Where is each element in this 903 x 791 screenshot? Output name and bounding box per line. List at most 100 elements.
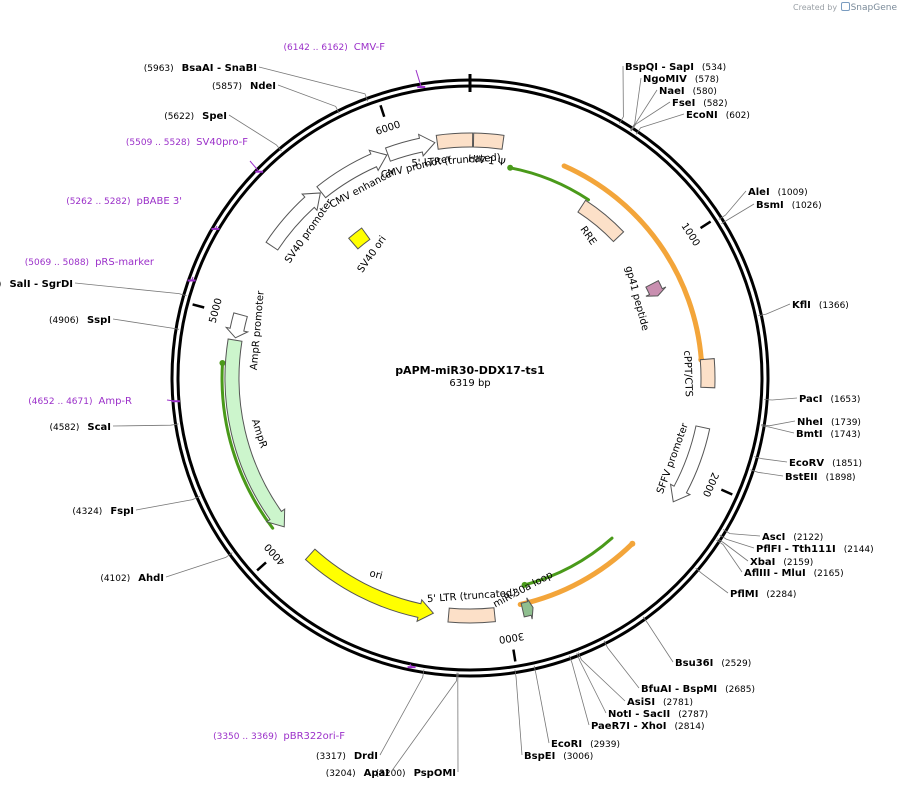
site-leader-line (514, 669, 523, 756)
site-label-noti[interactable]: NotI - SacII(2787) (608, 709, 708, 720)
primer-label-sv40pro-f[interactable]: (5509 .. 5528)SV40pro-F (126, 137, 248, 148)
site-label-ngomiv[interactable]: NgoMIV(578) (643, 74, 719, 85)
feature-sffv-promoter[interactable] (669, 425, 711, 503)
site-leader-line (135, 496, 200, 511)
site-leader-line (717, 538, 749, 562)
feature-sv40-promoter[interactable] (265, 192, 321, 251)
primer-label-pbr322ori-f[interactable]: (3350 .. 3369)pBR322ori-F (213, 731, 345, 742)
site-label-naei[interactable]: NaeI(580) (659, 86, 717, 97)
site-leader-line (721, 203, 755, 225)
site-label-bsteii[interactable]: BstEII(1898) (785, 472, 856, 483)
site-label-pflmi[interactable]: PflMI(2284) (730, 589, 796, 600)
site-label-xbai[interactable]: XbaI(2159) (750, 557, 813, 568)
primer-label-cmv-f[interactable]: (6142 .. 6162)CMV-F (283, 42, 385, 53)
site-leader-line (112, 423, 179, 427)
site-leader-line (578, 652, 626, 702)
site-label-bmti[interactable]: BmtI(1743) (796, 429, 860, 440)
site-label-ahdi[interactable]: (4102)AhdI (100, 573, 164, 584)
site-label-bsaai[interactable]: (5963)BsaAI - SnaBI (144, 63, 257, 74)
credit-brand: SnapGene (850, 3, 897, 13)
site-leader-line (761, 425, 795, 434)
feature-label-ampr: AmpR (249, 418, 269, 450)
feature-rre[interactable] (577, 199, 625, 243)
site-label-kfli[interactable]: KflI(1366) (792, 300, 849, 311)
primer-label-amp-r[interactable]: (4652 .. 4671)Amp-R (28, 396, 132, 407)
site-leader-line (642, 616, 674, 663)
site-label-sspi[interactable]: (4906)SspI (49, 315, 111, 326)
site-label-ndei[interactable]: (5857)NdeI (212, 81, 276, 92)
arc-end-marker (629, 540, 636, 547)
site-label-asci[interactable]: AscI(2122) (762, 532, 823, 543)
tick-mark (256, 561, 267, 572)
tick-label: 1000 (678, 221, 701, 248)
feature-hiv-1[interactable] (472, 132, 505, 150)
site-label-fspi[interactable]: (4324)FspI (72, 506, 134, 517)
site-leader-line (277, 84, 340, 114)
site-label-paci[interactable]: PacI(1653) (799, 394, 860, 405)
site-label-sali[interactable]: (5023)SalI - SgrDI (0, 279, 73, 290)
feature-label-hiv-1: HIV-1 Ψ (467, 154, 506, 169)
site-leader-line (603, 640, 640, 689)
feature-arc (523, 536, 614, 587)
feature-arc (508, 166, 590, 202)
site-label-bspei[interactable]: BspEI(3006) (524, 751, 593, 762)
site-leader-line (619, 65, 624, 124)
site-label-ecorv[interactable]: EcoRV(1851) (789, 458, 862, 469)
tick-mark (192, 303, 205, 309)
feature-cmv-enhancer[interactable] (316, 149, 388, 199)
plasmid-name: pAPM-miR30-DDX17-ts1 (395, 364, 545, 377)
feature-cppt-cts[interactable] (699, 358, 716, 389)
feature-sv40-ori[interactable] (348, 227, 371, 250)
arc-end-marker (507, 164, 514, 171)
feature-label-ampr-promoter: AmpR promoter (249, 290, 267, 371)
site-label-spei[interactable]: (5622)SpeI (164, 111, 227, 122)
primer-label-pbabe-3[interactable]: (5262 .. 5282)pBABE 3' (66, 196, 182, 207)
feature-5-ltr-truncated[interactable] (447, 607, 496, 624)
primer-leader-line (249, 160, 260, 173)
tick-label: 5000 (208, 297, 225, 324)
feature-mir-30a-loop[interactable] (520, 597, 534, 620)
site-label-scai[interactable]: (4582)ScaI (49, 422, 111, 433)
site-label-afliii[interactable]: AflIII - MluI(2165) (744, 568, 844, 579)
site-label-ecori[interactable]: EcoRI(2939) (551, 739, 620, 750)
site-label-bsmi[interactable]: BsmI(1026) (756, 200, 822, 211)
site-label-asisi[interactable]: AsiSI(2781) (627, 697, 693, 708)
site-label-bspqi[interactable]: BspQI - SapI(534) (625, 62, 726, 73)
site-label-paer7i[interactable]: PaeR7I - XhoI(2814) (591, 721, 704, 732)
site-leader-line (722, 529, 761, 537)
feature-label-ori: ori (368, 568, 383, 582)
restriction-sites-layer: BspQI - SapI(534)NgoMIV(578)NaeI(580)Fse… (0, 62, 874, 779)
arc-end-marker (219, 360, 226, 367)
site-label-pspomi[interactable]: (3200)PspOMI (376, 768, 456, 779)
site-label-apai[interactable]: (3204)ApaI (326, 768, 389, 779)
site-leader-line (750, 469, 784, 477)
feature-ori[interactable] (304, 548, 435, 623)
site-label-bfuai[interactable]: BfuAI - BspMI(2685) (641, 684, 755, 695)
feature-gp41-peptide[interactable] (645, 279, 667, 297)
site-label-econi[interactable]: EcoNI(602) (686, 110, 750, 121)
site-leader-line (630, 77, 642, 131)
primer-label-prs-marker[interactable]: (5069 .. 5088)pRS-marker (25, 257, 155, 268)
features-layer (224, 132, 716, 624)
site-leader-line (258, 66, 369, 102)
site-leader-line (390, 672, 458, 773)
snapgene-credit: Created by SnapGene (793, 2, 897, 13)
feature-arc (517, 541, 635, 607)
site-label-drdi[interactable]: (3317)DrdI (316, 751, 378, 762)
feature-arc (561, 163, 704, 363)
feature-cmv-promoter[interactable] (384, 133, 436, 162)
tick-mark (699, 220, 712, 230)
feature-ampr[interactable] (224, 338, 286, 528)
site-label-bsu36i[interactable]: Bsu36I(2529) (675, 658, 751, 669)
tick-label: 3000 (498, 630, 525, 645)
site-label-nhei[interactable]: NheI(1739) (797, 417, 861, 428)
feature-5-ltr-truncated[interactable] (435, 132, 474, 150)
site-leader-line (112, 318, 180, 330)
feature-ampr-promoter[interactable] (224, 312, 250, 339)
site-leader-line (716, 539, 743, 573)
site-leader-line (764, 397, 798, 401)
tick-mark (379, 104, 386, 118)
site-label-pflfi[interactable]: PflFI - Tth111I(2144) (756, 544, 874, 555)
site-label-alei[interactable]: AleI(1009) (748, 187, 808, 198)
site-label-fsei[interactable]: FseI(582) (672, 98, 728, 109)
